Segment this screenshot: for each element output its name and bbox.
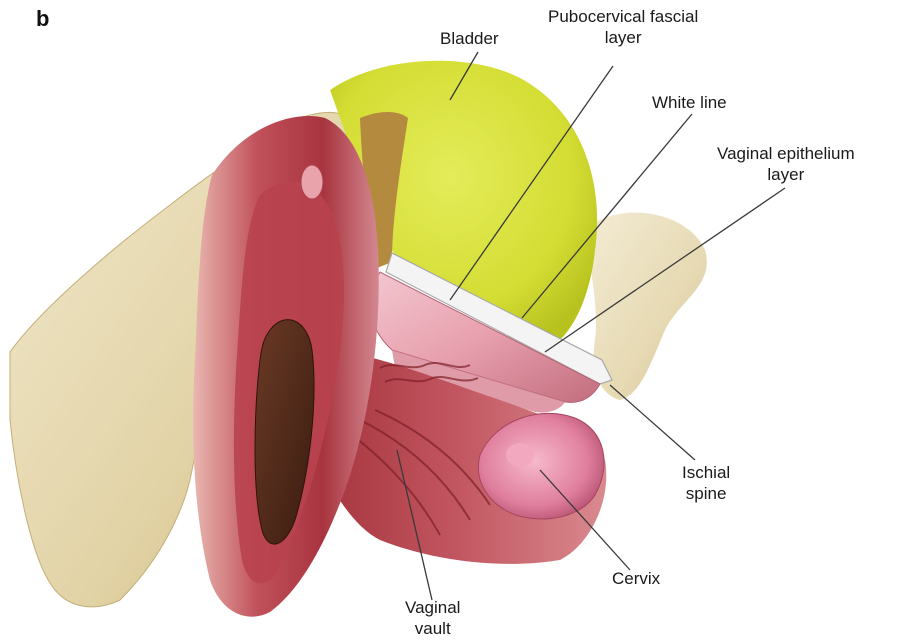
label-white-line-text: White line bbox=[652, 93, 727, 112]
label-pubocervical-line2: layer bbox=[548, 27, 698, 48]
label-vaginal-vault-line1: Vaginal bbox=[405, 597, 460, 618]
label-vaginal-vault: Vaginal vault bbox=[405, 597, 460, 639]
label-white-line: White line bbox=[652, 92, 727, 113]
label-pubocervical-line1: Pubocervical fascial bbox=[548, 6, 698, 27]
label-vaginal-epithelium-line1: Vaginal epithelium bbox=[717, 143, 855, 164]
label-vaginal-epithelium-layer: Vaginal epithelium layer bbox=[717, 143, 855, 185]
clitoris bbox=[301, 165, 323, 199]
label-bladder-text: Bladder bbox=[440, 29, 499, 48]
label-cervix-text: Cervix bbox=[612, 569, 660, 588]
label-cervix: Cervix bbox=[612, 568, 660, 589]
label-vaginal-epithelium-line2: layer bbox=[717, 164, 855, 185]
leader-ischial-spine bbox=[610, 385, 695, 460]
label-vaginal-vault-line2: vault bbox=[405, 618, 460, 639]
label-bladder: Bladder bbox=[440, 28, 499, 49]
label-ischial-spine: Ischial spine bbox=[682, 462, 730, 504]
panel-letter: b bbox=[36, 6, 49, 32]
label-pubocervical-fascial-layer: Pubocervical fascial layer bbox=[548, 6, 698, 48]
label-ischial-spine-line1: Ischial bbox=[682, 462, 730, 483]
label-ischial-spine-line2: spine bbox=[682, 483, 730, 504]
cervix-os bbox=[506, 443, 534, 467]
